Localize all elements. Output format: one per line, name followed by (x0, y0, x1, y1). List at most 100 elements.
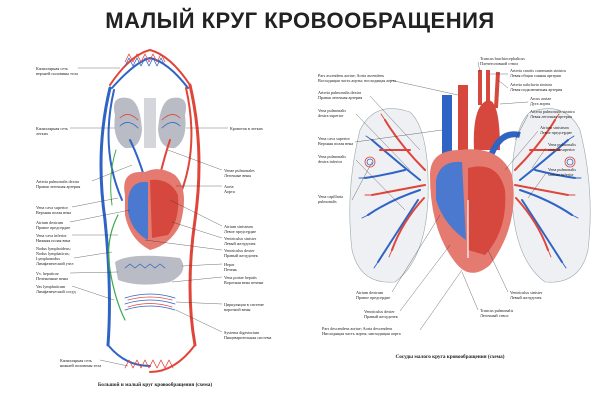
rp-rlabel-2-a: Arteria subclavia sinistra (510, 82, 552, 87)
rp-rlabel-5-a: Atrium sinistrum (540, 125, 569, 130)
rp-rlabel-0-a: Truncus brachiocephalicus (480, 56, 525, 61)
lp-label-3-b: Верхняя полая вена (36, 210, 71, 215)
rp-llabel-5-a: Vena capillaria (318, 194, 343, 199)
rp-rlabel-9-a: Truncus pulmonalis (480, 308, 514, 313)
rp-llabel-2-b: dextra superior (318, 113, 344, 118)
rp-rlabel-8-a: Ventriculus sinister (510, 290, 543, 295)
rp-rlabel-2-b: Левая подключичная артерия (510, 87, 562, 92)
rp-rlabel-3-b: Дуга аорты (530, 101, 550, 106)
heart-shape (124, 169, 184, 250)
lp-rlabel-1-b: Легочные вены (224, 173, 251, 178)
rp-llabel-1-a: Arteria pulmonalis dextra (318, 90, 361, 95)
lp-label-9-a: Vas lymphaticum (36, 284, 66, 289)
lp-rlabel-2-b: Аорта (224, 189, 235, 194)
rp-rlabel-7-a: Vena pulmonalis (548, 167, 576, 172)
rp-rlabel-7-b: sinistra inferior (548, 172, 574, 177)
rp-llabel-2-a: Vena pulmonalis (318, 108, 346, 113)
right-lung-vessels (514, 113, 582, 269)
lp-label-6-a: Nodus lymphoideus; (36, 246, 71, 251)
right-scheme (349, 70, 591, 283)
rp-llabel-7-b: Правый желудочек (364, 314, 399, 319)
rp-rlabel-5-b: Левое предсердие (540, 130, 572, 135)
digestive-net (124, 293, 176, 311)
lp-label-0-b: верхней половины тела (36, 71, 78, 76)
lp-label-9-b: Лимфатический сосуд (36, 289, 76, 294)
lp-rlabel-1-a: Venae pulmonales (224, 168, 255, 173)
lp-label-4-b: Правое предсердие (36, 225, 70, 230)
rp-rlabel-4-b: Левая легочная артерия (530, 114, 572, 119)
rp-rlabel-0-b: Плечеголовной ствол (480, 61, 518, 66)
lp-rlabel-5-a: Ventriculus dexter (224, 248, 255, 253)
lp-label-6-b: Nodus lymphaticus; (36, 251, 70, 256)
svg-text:Pars ascendens aortae; Aorta a: Pars ascendens aortae; Aorta ascendensВо… (318, 73, 396, 83)
lp-label-10-b: нижней половины тела (60, 363, 101, 368)
left-lung-vessels (358, 113, 426, 269)
lp-label-1-b: легких (36, 131, 49, 136)
left-panel-caption: Большой и малый круг кровообращения (схе… (98, 381, 213, 388)
lp-label-5-b: Нижняя полая вена (36, 238, 71, 243)
left-scheme (99, 49, 201, 373)
rp-llabel-6-a: Atrium dextrum (356, 290, 384, 295)
rp-llabel-5-b: pulmonalis (318, 199, 337, 204)
rp-rlabel-6-a: Vena pulmonalis (548, 142, 576, 147)
lp-rlabel-0: Кровоток в легких (230, 126, 264, 131)
lp-rlabel-9-b: Пищеварительная система (224, 335, 271, 340)
rp-llabel-8-b: Нисходящая часть аорты; нисходящая аорта (322, 331, 401, 336)
lower-capillary-net (107, 344, 196, 373)
page-title: МАЛЫЙ КРУГ КРОВООБРАЩЕНИЯ (105, 8, 495, 33)
rp-rlabel-3-a: Arcus aortae (530, 96, 551, 101)
rp-llabel-1-b: Правая легочная артерия (318, 95, 362, 100)
rp-llabel-3-b: Верхняя полая вена (318, 141, 353, 146)
rp-llabel-3-a: Vena cava superior (318, 136, 350, 141)
heart-right (430, 149, 514, 273)
lp-rlabel-2-a: Aorta (224, 184, 234, 189)
upper-capillary-net (109, 49, 191, 89)
rp-rlabel-8-b: Левый желудочек (510, 295, 542, 300)
lp-label-7-b: Лимфатический узел (36, 261, 73, 266)
lp-label-1-a: Капиллярная сеть (36, 126, 68, 131)
rp-llabel-0-b: Восходящая часть аорты; восходящая аорта (318, 78, 396, 83)
lp-rlabel-5-b: Правый желудочек (224, 253, 259, 258)
lp-label-2-a: Arteria pulmonalis dextra (36, 179, 79, 184)
great-vessels (442, 70, 521, 160)
lp-rlabel-4-a: Ventriculus sinister (224, 236, 257, 241)
rp-llabel-4-b: dextra inferior (318, 159, 343, 164)
lp-rlabel-8-a: Циркуляция в системе (224, 302, 264, 307)
rp-rlabel-4-a: Arteria pulmonalis sinistra (530, 109, 575, 114)
right-panel-caption: Сосуды малого круга кровообращения (схем… (396, 353, 505, 360)
rp-llabel-8-a: Pars descendens aortae; Aorta descendens (322, 326, 393, 331)
lp-label-8-b: Печеночные вены (36, 276, 68, 281)
rp-rlabel-1-b: Левая общая сонная артерия (510, 73, 561, 78)
